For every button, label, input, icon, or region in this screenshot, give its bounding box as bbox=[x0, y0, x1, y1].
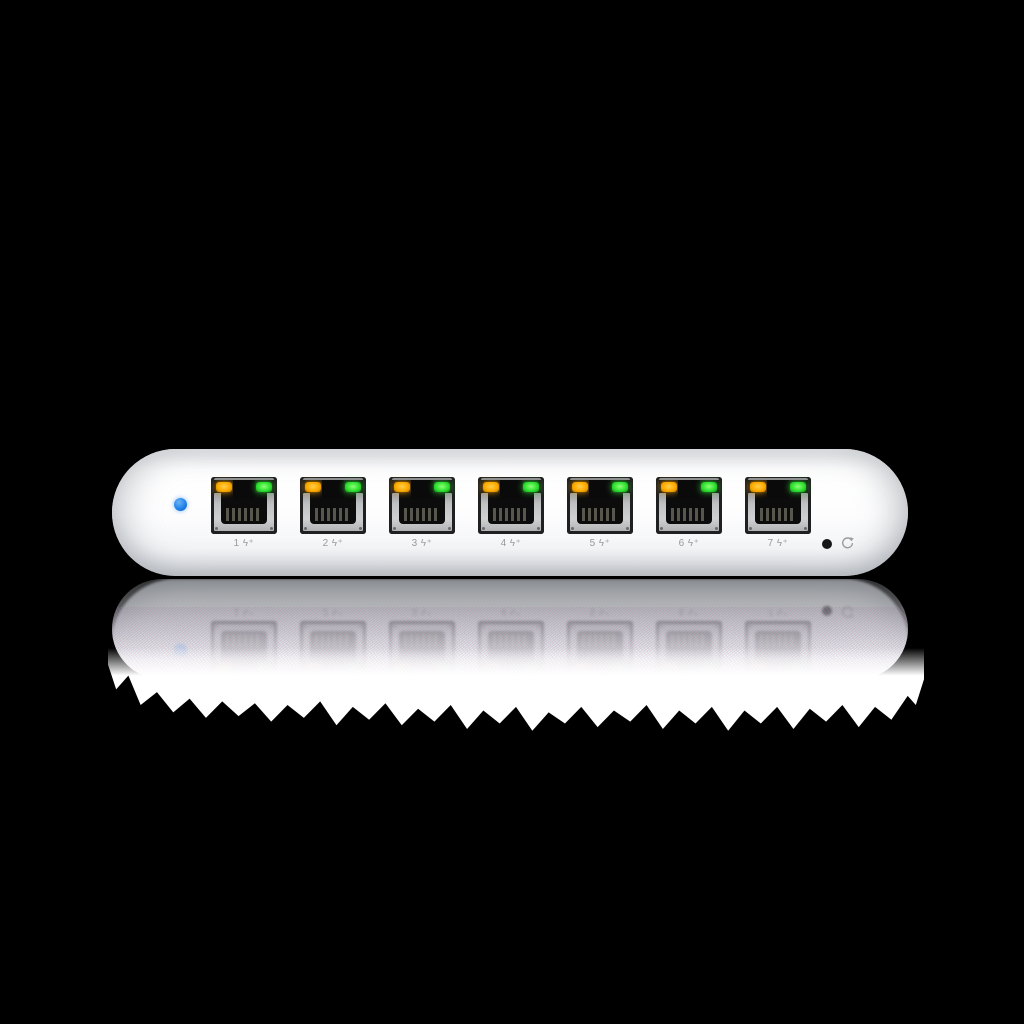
rj45-clip-slot bbox=[678, 480, 700, 499]
poe-activity-led bbox=[661, 482, 677, 492]
rj45-pins bbox=[493, 508, 529, 521]
restart-arrow-icon bbox=[842, 537, 854, 549]
rj45-jack bbox=[748, 493, 808, 531]
poe-plus-icon: ϟ⁺ bbox=[331, 538, 344, 549]
rj45-clip-slot bbox=[767, 480, 789, 499]
poe-activity-led bbox=[572, 482, 588, 492]
port-number: 6 bbox=[678, 538, 685, 549]
rj45-jack bbox=[303, 493, 363, 531]
poe-activity-led bbox=[305, 482, 321, 492]
rj45-jack bbox=[570, 493, 630, 531]
link-led bbox=[790, 482, 806, 492]
status-led bbox=[174, 498, 187, 511]
port-number: 3 bbox=[411, 538, 418, 549]
rj45-clip-slot bbox=[500, 480, 522, 499]
rj45-clip-slot bbox=[322, 480, 344, 499]
link-led bbox=[523, 482, 539, 492]
rj45-pins bbox=[315, 508, 351, 521]
port-number: 1 bbox=[233, 538, 240, 549]
reset-pinhole-icon bbox=[822, 538, 832, 549]
rj45-pins bbox=[226, 508, 262, 521]
rj45-pins bbox=[582, 508, 618, 521]
poe-activity-led bbox=[750, 482, 766, 492]
rj45-jack bbox=[214, 493, 274, 531]
rj45-pins bbox=[404, 508, 440, 521]
rj45-pins bbox=[671, 508, 707, 521]
link-led bbox=[345, 482, 361, 492]
rj45-clip-slot bbox=[589, 480, 611, 499]
floor-glow bbox=[108, 648, 924, 731]
port-number: 5 bbox=[589, 538, 596, 549]
link-led bbox=[612, 482, 628, 492]
port-number: 7 bbox=[767, 538, 774, 549]
poe-plus-icon: ϟ⁺ bbox=[242, 538, 255, 549]
link-led bbox=[434, 482, 450, 492]
rj45-pins bbox=[760, 508, 796, 521]
poe-plus-icon: ϟ⁺ bbox=[598, 538, 611, 549]
poe-activity-led bbox=[483, 482, 499, 492]
rj45-cavity bbox=[755, 493, 801, 524]
poe-plus-icon: ϟ⁺ bbox=[776, 538, 789, 549]
rj45-clip-slot bbox=[411, 480, 433, 499]
poe-plus-icon: ϟ⁺ bbox=[509, 538, 522, 549]
rj45-clip-slot bbox=[233, 480, 255, 499]
rj45-jack bbox=[481, 493, 541, 531]
rj45-cavity bbox=[488, 493, 534, 524]
port-number: 4 bbox=[500, 538, 507, 549]
poe-activity-led bbox=[394, 482, 410, 492]
poe-activity-led bbox=[216, 482, 232, 492]
poe-plus-icon: ϟ⁺ bbox=[420, 538, 433, 549]
port-number: 2 bbox=[322, 538, 329, 549]
poe-plus-icon: ϟ⁺ bbox=[687, 538, 700, 549]
reset-group bbox=[822, 536, 855, 551]
link-led bbox=[256, 482, 272, 492]
link-led bbox=[701, 482, 717, 492]
